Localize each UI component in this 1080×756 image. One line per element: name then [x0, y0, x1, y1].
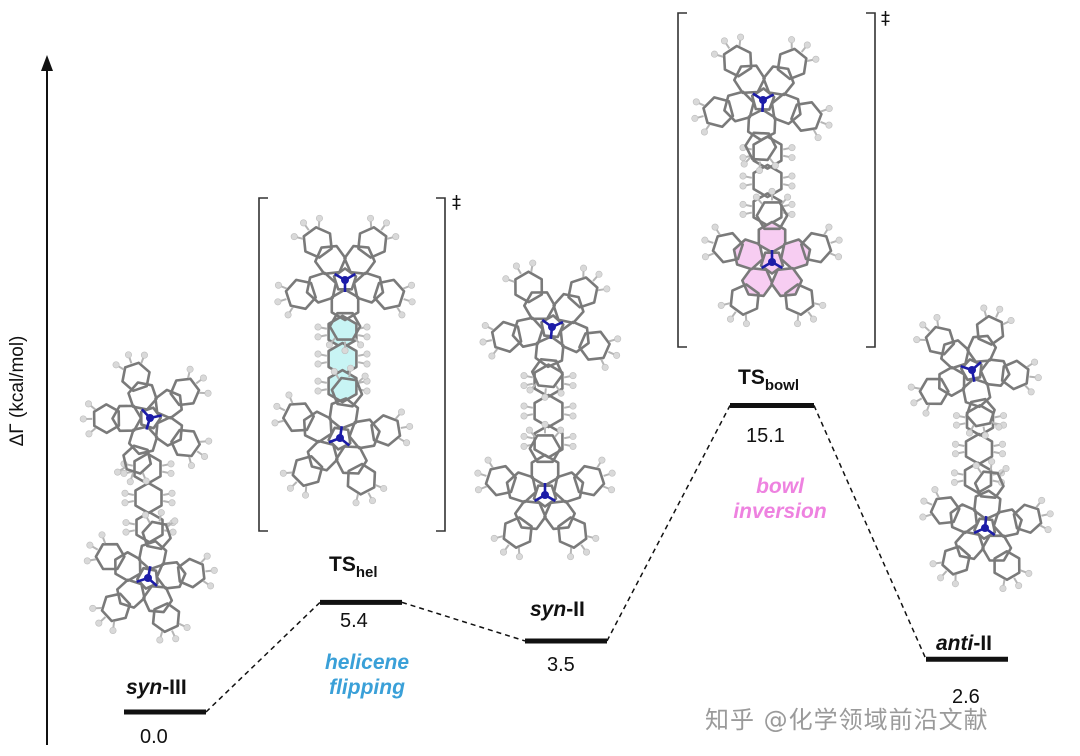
- y-axis-label: ΔΓ (kcal/mol): [7, 335, 28, 447]
- ts-hel-dagger: ‡: [452, 192, 461, 213]
- molecule-anti-ii: [907, 304, 1054, 592]
- energy-value-anti-ii: 2.6: [952, 686, 980, 708]
- connector-ts-bowl-to-anti-ii: [813, 405, 927, 660]
- level-label-syn-iii: syn-III: [126, 676, 187, 699]
- molecule-ts-hel: [271, 214, 416, 507]
- energy-value-ts-bowl: 15.1: [746, 425, 785, 447]
- molecule-structures: [79, 33, 1054, 644]
- connector-ts-hel-to-syn-ii: [401, 601, 526, 642]
- level-label-ts-hel: TShel: [329, 553, 378, 581]
- y-axis-arrowhead: [41, 55, 53, 71]
- pathway-connectors: [205, 405, 927, 713]
- molecule-ts-bowl: [691, 33, 843, 328]
- watermark: 知乎 @化学领域前沿文献: [705, 706, 989, 734]
- molecule-syn-iii: [79, 351, 218, 644]
- ts-bowl-bracket: [677, 12, 876, 348]
- molecule-syn-ii: [474, 259, 622, 561]
- level-bars: [124, 402, 1008, 715]
- ts-bowl-dagger: ‡: [881, 8, 890, 29]
- level-label-anti-ii: anti-II: [936, 632, 993, 655]
- level-label-ts-bowl: TSbowl: [738, 366, 800, 394]
- ts-hel-bracket: [258, 197, 446, 532]
- energy-value-syn-ii: 3.5: [547, 654, 575, 676]
- energy-value-ts-hel: 5.4: [340, 610, 368, 632]
- annotation-helicene-flipping: helicene flipping: [324, 651, 410, 699]
- level-label-syn-ii: syn-II: [530, 598, 585, 621]
- connector-syn-ii-to-ts-bowl: [606, 405, 731, 642]
- annotation-bowl-inversion: bowl inversion: [733, 475, 827, 523]
- energy-value-syn-iii: 0.0: [140, 726, 168, 748]
